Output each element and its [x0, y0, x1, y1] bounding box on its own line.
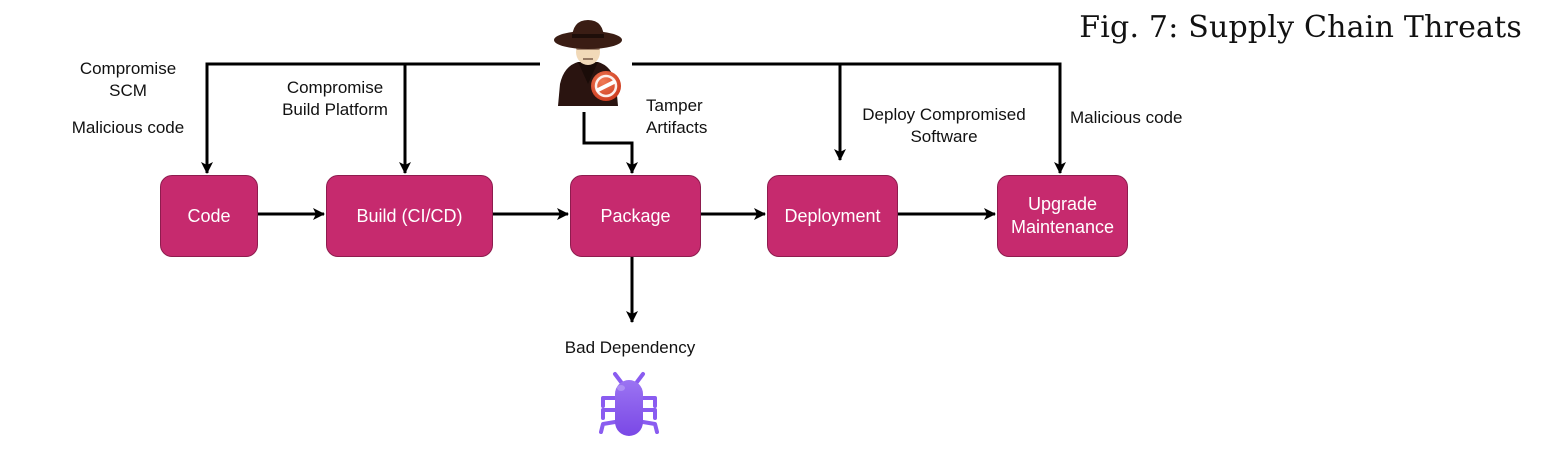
hacker-icon — [554, 20, 622, 106]
stage-deployment: Deployment — [767, 175, 898, 257]
figure-title: Fig. 7: Supply Chain Threats — [1079, 10, 1522, 45]
threat-bad-dependency: Bad Dependency — [564, 338, 696, 357]
threat-tamper-artifacts: Tamper Artifacts — [646, 96, 708, 137]
stage-package-label: Package — [600, 205, 671, 226]
attacker-to-code-arrow — [201, 62, 540, 174]
threat-compromise-build: Compromise Build Platform — [282, 78, 388, 119]
stage-deployment-label: Deployment — [784, 205, 881, 226]
stage-code-label: Code — [187, 205, 231, 226]
threat-compromise-scm: Compromise SCM — [79, 59, 177, 100]
stage-package: Package — [570, 175, 701, 257]
attacker-to-package-arrow — [582, 112, 638, 174]
bug-icon — [599, 372, 659, 436]
threat-deploy-compromised: Deploy Compromised Software — [862, 105, 1026, 146]
attacker-to-deployment-arrow — [632, 62, 1066, 174]
stage-code: Code — [160, 175, 258, 257]
stage-upgrade-label: Upgrade Maintenance — [1010, 194, 1115, 237]
stage-build: Build (CI/CD) — [326, 175, 493, 257]
threat-malicious-code-upgrade: Malicious code — [1070, 108, 1183, 127]
stage-upgrade: Upgrade Maintenance — [997, 175, 1128, 257]
threat-malicious-code-scm: Malicious code — [71, 118, 185, 137]
stage-build-label: Build (CI/CD) — [356, 205, 463, 226]
